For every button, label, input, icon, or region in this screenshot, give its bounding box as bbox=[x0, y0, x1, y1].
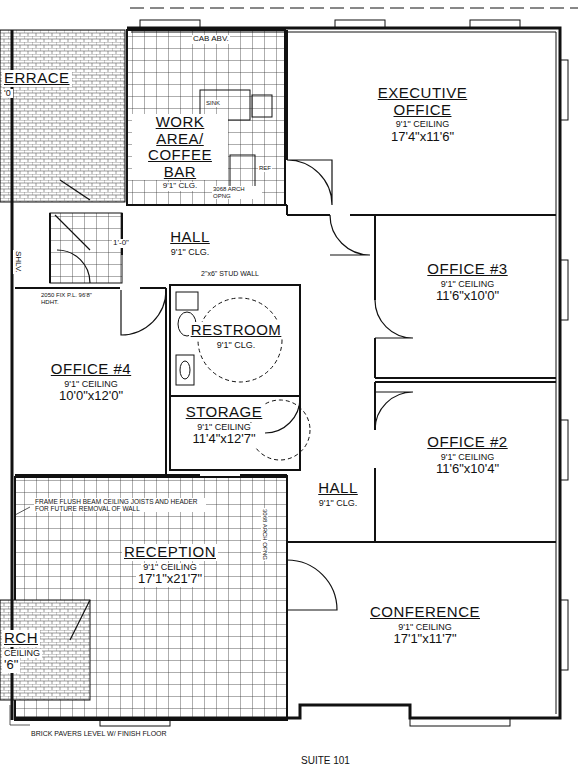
room: STORAGE 9'1" CEILING11'4"x12'7" bbox=[174, 400, 274, 462]
room-text: RCH CEILING'6" bbox=[2, 630, 82, 673]
room-name: HALL bbox=[168, 229, 212, 246]
terrace-pavers bbox=[0, 30, 125, 202]
plan-note: 1'-0" bbox=[112, 239, 130, 248]
room: RCH CEILING'6" bbox=[2, 628, 82, 694]
plan-note: BRICK PAVERS LEVEL W/ FINISH FLOOR bbox=[30, 730, 172, 738]
plan-note: SINK bbox=[205, 100, 221, 107]
ceiling-height: 9'1" CLG. bbox=[317, 499, 359, 509]
room-name: OFFICE #4 bbox=[49, 361, 133, 378]
room: OFFICE #3 9'1" CEILING11'6"x10'0" bbox=[385, 255, 550, 335]
room-text: OFFICE #2 9'1" CEILING11'6"x10'4" bbox=[385, 434, 550, 477]
room: HALL 9'1" CLG. bbox=[303, 478, 373, 518]
room: RECEPTION 9'1" CEILING17'1"x21'7" bbox=[90, 540, 250, 610]
ceiling-height: 9'1" CEILING bbox=[439, 453, 496, 463]
room-name: OFFICE #2 bbox=[425, 434, 509, 451]
plan-note: REF bbox=[258, 165, 272, 172]
plan-note: SHLV. bbox=[13, 250, 22, 274]
room-name: ERRACE bbox=[2, 70, 72, 87]
room-name: OFFICE #3 bbox=[425, 261, 509, 278]
ceiling-height: 9'1" CEILING bbox=[394, 120, 451, 130]
room-name: EXECUTIVE OFFICE bbox=[361, 85, 485, 118]
room-dimensions: 17'1"x21'7" bbox=[136, 572, 204, 586]
entry-tile bbox=[50, 213, 122, 283]
room-text: ERRACE '0 bbox=[2, 70, 92, 98]
room-name: RCH bbox=[2, 630, 40, 647]
room-dimensions: 10'0"x12'0" bbox=[57, 389, 125, 403]
room: EXECUTIVE OFFICE 9'1" CEILING17'4"x11'6" bbox=[300, 75, 545, 195]
room: HALL 9'1" CLG. bbox=[140, 225, 240, 270]
room-text: CONFERENCE 9'1" CEILING17'1"x11'7" bbox=[300, 604, 550, 647]
room-text: EXECUTIVE OFFICE 9'1" CEILING17'4"x11'6" bbox=[300, 85, 545, 144]
plan-note: 2"x6" STUD WALL bbox=[200, 270, 260, 278]
room-dimensions: 11'6"x10'4" bbox=[434, 462, 501, 476]
room: ERRACE '0 bbox=[2, 60, 92, 140]
work-area-tile bbox=[127, 30, 285, 205]
room-name: CONFERENCE bbox=[368, 604, 482, 621]
plan-note: 2050 FIX P.L. 96'8" HDHT. bbox=[40, 292, 112, 305]
room-text: RECEPTION 9'1" CEILING17'1"x21'7" bbox=[90, 544, 250, 587]
ceiling-height: 9'1" CEILING bbox=[439, 280, 496, 290]
room: OFFICE #2 9'1" CEILING11'6"x10'4" bbox=[385, 428, 550, 508]
room-name: RESTROOM bbox=[189, 322, 284, 339]
room-name: RECEPTION bbox=[122, 544, 218, 561]
room-text: WORK AREA/ COFFEE BAR 9'1" CLG. bbox=[130, 114, 230, 191]
ceiling-height: 9'1" CLG. bbox=[169, 248, 211, 258]
room-name: HALL bbox=[316, 480, 360, 497]
ceiling-height: 9'1" CEILING bbox=[62, 380, 119, 390]
room: WORK AREA/ COFFEE BAR9'1" CLG. bbox=[130, 100, 230, 180]
room-dimensions: '6" bbox=[2, 658, 20, 672]
ceiling-height: CEILING bbox=[2, 649, 42, 659]
plan-note: SUITE 101 bbox=[300, 755, 351, 766]
room-text: HALL 9'1" CLG. bbox=[140, 229, 240, 257]
room-text: STORAGE 9'1" CEILING11'4"x12'7" bbox=[174, 404, 274, 447]
room-dimensions: 11'6"x10'0" bbox=[434, 289, 501, 303]
room-text: HALL 9'1" CLG. bbox=[303, 480, 373, 508]
room: OFFICE #4 9'1" CEILING10'0"x12'0" bbox=[20, 355, 162, 435]
room-text: OFFICE #4 9'1" CEILING10'0"x12'0" bbox=[20, 361, 162, 404]
plan-note: 3068 ARCH OPNG bbox=[261, 508, 268, 561]
plan-note: FRAME FLUSH BEAM CEILING JOISTS AND HEAD… bbox=[34, 498, 206, 512]
ceiling-height: 9'1" CEILING bbox=[141, 563, 198, 573]
room-dimensions: 17'1"x11'7" bbox=[391, 632, 458, 646]
room-dimensions: 11'4"x12'7" bbox=[190, 432, 257, 446]
plan-note: 3068 ARCH OPNG bbox=[212, 186, 262, 199]
room: CONFERENCE 9'1" CEILING17'1"x11'7" bbox=[300, 600, 550, 690]
ceiling-height: 9'1" CEILING bbox=[195, 423, 252, 433]
room: RESTROOM 9'1" CLG. bbox=[175, 318, 297, 358]
ceiling-height: 9'1" CEILING bbox=[396, 623, 453, 633]
room-text: OFFICE #3 9'1" CEILING11'6"x10'0" bbox=[385, 261, 550, 304]
room-text: RESTROOM 9'1" CLG. bbox=[175, 322, 297, 350]
ceiling-height: 9'1" CLG. bbox=[161, 182, 200, 191]
room-name: WORK AREA/ COFFEE BAR bbox=[132, 114, 228, 180]
ceiling-height: '0 bbox=[2, 89, 13, 99]
walls bbox=[0, 8, 578, 726]
plan-note: CAB ABV. bbox=[192, 35, 230, 44]
room-name: STORAGE bbox=[184, 404, 265, 421]
room-dimensions: 17'4"x11'6" bbox=[389, 130, 456, 144]
ceiling-height: 9'1" CLG. bbox=[215, 341, 257, 351]
